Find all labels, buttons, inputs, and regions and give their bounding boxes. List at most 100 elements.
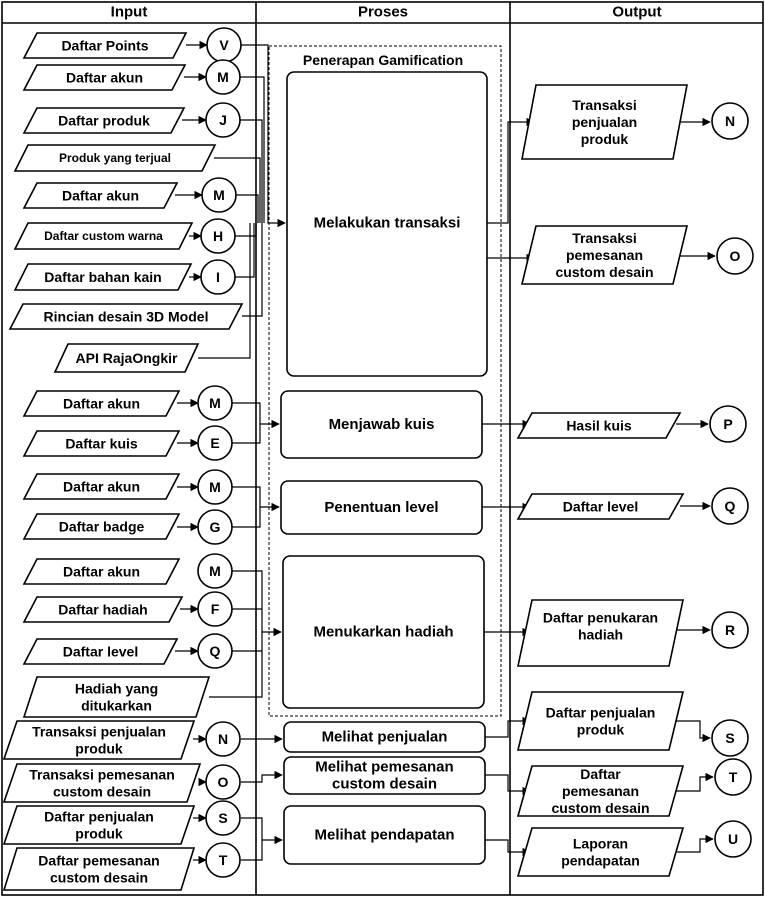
output-parallelogram — [516, 765, 685, 817]
input-connector — [205, 721, 241, 757]
output-parallelogram — [516, 827, 685, 877]
input-connector — [197, 633, 233, 669]
input-connector — [200, 259, 236, 295]
input-label: custom desain — [53, 784, 151, 800]
process-input-line — [232, 570, 282, 637]
input-parallelogram — [22, 513, 181, 540]
output-label: Hasil kuis — [566, 418, 632, 434]
output-label: produk — [581, 131, 629, 147]
process-box — [286, 71, 488, 377]
input-label: Daftar akun — [66, 70, 143, 86]
input-label: Daftar level — [63, 644, 138, 660]
input-label: Transaksi penjualan — [32, 724, 166, 740]
process-input-line — [209, 632, 263, 698]
output-connector — [709, 405, 747, 443]
input-label: Produk yang terjual — [59, 151, 171, 165]
gamification-group — [268, 45, 502, 717]
process-input-line — [240, 76, 265, 223]
output-connector — [711, 487, 749, 525]
output-connector-label: R — [725, 622, 735, 638]
input-connector-label: M — [217, 69, 229, 85]
input-connector-label: E — [210, 435, 219, 451]
output-parallelogram — [516, 691, 685, 751]
input-label: Daftar akun — [63, 396, 140, 412]
input-connector — [201, 177, 237, 213]
input-connector-label: O — [218, 774, 229, 790]
process-label: Melihat penjualan — [322, 729, 448, 746]
output-parallelogram — [516, 493, 685, 520]
input-connector-label: I — [216, 269, 220, 285]
output-flow-line — [676, 834, 714, 853]
output-label: pemesanan — [566, 247, 643, 263]
input-parallelogram — [22, 182, 179, 209]
output-label: Daftar penukaran — [543, 610, 658, 626]
process-input-line — [241, 44, 286, 228]
output-parallelogram — [521, 84, 688, 160]
input-connector — [205, 59, 241, 95]
input-connector — [205, 764, 241, 800]
input-label: Daftar penjualan — [44, 809, 154, 825]
input-connector — [197, 425, 233, 461]
input-connector-label: M — [209, 479, 221, 495]
input-label: custom desain — [50, 870, 148, 886]
input-label: Daftar pemesanan — [38, 853, 159, 869]
output-parallelogram — [517, 599, 684, 667]
input-connector — [197, 553, 233, 589]
output-label: penjualan — [572, 114, 637, 130]
input-parallelogram — [22, 430, 181, 457]
input-parallelogram — [22, 596, 184, 623]
column-header: Output — [612, 4, 661, 21]
group-label: Penerapan Gamification — [303, 52, 463, 68]
output-flow-line — [676, 772, 714, 792]
input-label: Transaksi pemesanan — [29, 767, 175, 783]
process-box — [283, 756, 486, 795]
input-connector-label: N — [218, 731, 228, 747]
process-box — [282, 555, 485, 709]
input-parallelogram — [22, 473, 181, 500]
input-connector-label: M — [209, 563, 221, 579]
input-connector — [205, 842, 241, 878]
input-connector — [200, 218, 236, 254]
input-connector-label: V — [219, 37, 229, 53]
process-input-line — [236, 194, 259, 223]
process-input-line — [240, 119, 263, 223]
process-input-line — [232, 507, 261, 528]
column-header: Input — [111, 4, 148, 21]
input-parallelogram — [13, 222, 194, 250]
input-connector-label: F — [211, 601, 220, 617]
process-box — [280, 480, 483, 535]
input-label: Daftar custom warna — [44, 229, 163, 243]
output-label: custom desain — [555, 264, 653, 280]
input-connector — [205, 800, 241, 836]
output-label: custom desain — [551, 800, 649, 816]
output-label: Daftar — [580, 766, 621, 782]
process-label: Menjawab kuis — [329, 416, 435, 433]
input-connector-label: J — [219, 112, 227, 128]
process-label: Melihat pendapatan — [314, 827, 454, 844]
input-label: Daftar badge — [59, 519, 145, 535]
input-label: Daftar produk — [58, 113, 150, 129]
input-connector-label: H — [213, 228, 223, 244]
output-connector-label: S — [725, 730, 734, 746]
input-parallelogram — [2, 763, 202, 803]
input-label: Daftar akun — [62, 188, 139, 204]
input-connector-label: T — [219, 852, 228, 868]
column-header: Proses — [358, 4, 408, 21]
input-label: Daftar akun — [63, 564, 140, 580]
process-input-line — [214, 157, 261, 223]
input-parallelogram — [22, 676, 211, 718]
output-connector-label: O — [730, 248, 741, 264]
input-label: Daftar hadiah — [58, 602, 147, 618]
input-connector — [197, 591, 233, 627]
input-parallelogram — [22, 64, 187, 91]
input-label: API RajaOngkir — [76, 350, 178, 366]
input-connector — [197, 509, 233, 545]
input-connector — [197, 385, 233, 421]
input-parallelogram — [13, 144, 217, 172]
output-label: Transaksi — [572, 97, 637, 113]
process-label: custom desain — [332, 776, 437, 793]
input-label: Daftar kuis — [65, 436, 138, 452]
output-connector — [714, 820, 752, 858]
